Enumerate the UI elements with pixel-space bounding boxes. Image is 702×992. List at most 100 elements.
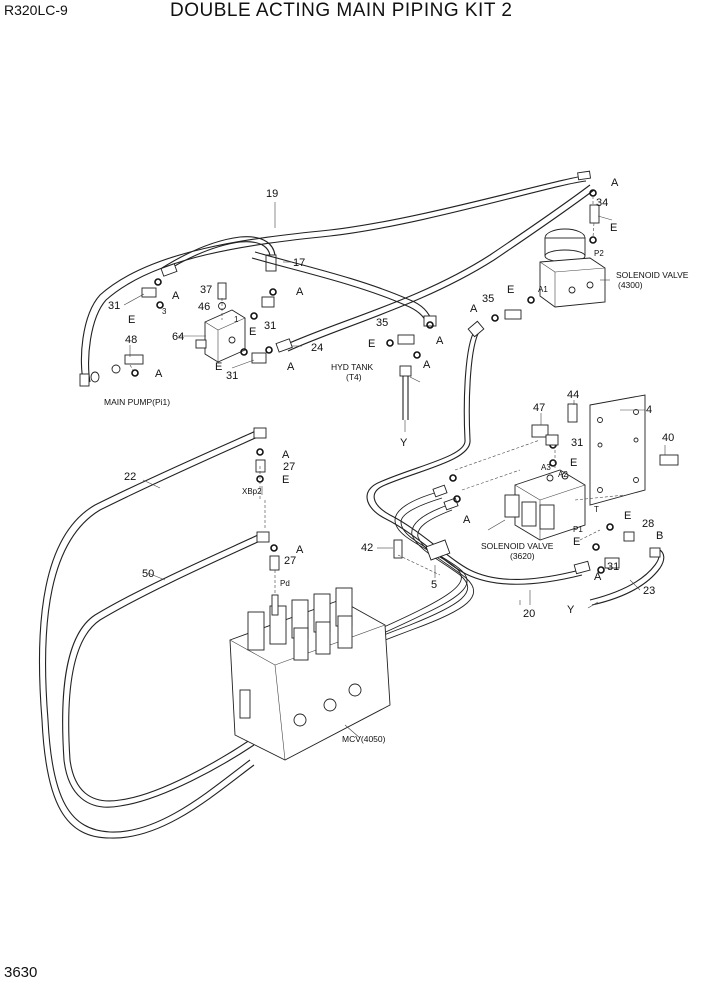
hose-fitting-b	[443, 497, 459, 511]
label-31-d: 31	[571, 437, 583, 449]
label-35-a: 35	[376, 317, 388, 329]
label-40: 40	[662, 432, 674, 444]
port-a-4: A	[287, 361, 295, 373]
port-labels: A E A E A E E A A E A A A E Y A E A A E …	[128, 177, 663, 616]
hose-50	[62, 531, 270, 808]
hose-17	[160, 236, 277, 277]
label-27-b: 27	[284, 555, 296, 567]
hose-19-fitting	[577, 170, 592, 181]
port-e-8: E	[570, 457, 577, 469]
port-e-1: E	[610, 222, 617, 234]
port-xbp2-label: XBp2	[242, 487, 262, 496]
hyd-tank-hose-fitting	[399, 365, 412, 377]
label-35-b: 35	[482, 293, 494, 305]
port-a-3: A	[296, 286, 304, 298]
port-y-1: Y	[400, 437, 408, 449]
hose-20-top-fitting	[467, 320, 485, 338]
note-solenoid-3620-code: (3620)	[510, 551, 535, 561]
port-a-11: A	[463, 514, 471, 526]
label-31-b: 31	[264, 320, 276, 332]
solenoid-valve-3620	[504, 469, 586, 541]
hose-24-fitting	[275, 338, 293, 353]
tee-fitting-48	[124, 354, 144, 365]
hose-20-bundle	[289, 320, 591, 680]
port-y-2: Y	[567, 604, 575, 616]
label-27-a: 27	[283, 461, 295, 473]
tee-fitting-34	[589, 204, 600, 224]
fitting-31-3620	[545, 434, 559, 446]
port-pp1-label: P1	[573, 525, 583, 534]
port-a-2: A	[172, 290, 180, 302]
bolt-44	[567, 403, 578, 423]
label-5: 5	[431, 579, 437, 591]
adapter-27-lower	[269, 555, 280, 571]
bolt-40	[659, 454, 679, 466]
elbow-fitting-31-low	[251, 352, 267, 364]
elbow-fitting-31-top	[141, 287, 157, 298]
hose-23	[589, 547, 665, 606]
label-50: 50	[142, 568, 154, 580]
o-rings	[131, 189, 614, 574]
label-44: 44	[567, 389, 579, 401]
port-e-7: E	[282, 474, 289, 486]
label-31-c: 31	[226, 370, 238, 382]
port-a-12: A	[594, 571, 602, 583]
port-a-5: A	[155, 368, 163, 380]
junction-block-64	[195, 309, 246, 363]
fittings	[90, 204, 679, 616]
label-17: 17	[293, 257, 305, 269]
port-a3-label: A3	[541, 463, 551, 472]
pressure-sensor-pd	[271, 594, 279, 616]
note-solenoid-4300-code: (4300)	[618, 280, 643, 290]
port-e-5: E	[368, 338, 375, 350]
label-19: 19	[266, 188, 278, 200]
hose-23-fitting	[649, 547, 661, 558]
bolt-37	[217, 282, 227, 300]
label-20: 20	[523, 608, 535, 620]
label-64: 64	[172, 331, 184, 343]
note-hyd-tank-code: (T4)	[346, 372, 362, 382]
part-labels: 19 17 37 46 31 64 48 31 24 31 35 35 34 2…	[108, 188, 674, 620]
port-p2-label: P2	[594, 249, 604, 258]
model-number: R320LC-9	[4, 2, 68, 18]
fitting-31-right	[604, 557, 620, 569]
mcv-4050	[229, 587, 391, 761]
label-23: 23	[643, 585, 655, 597]
label-37: 37	[200, 284, 212, 296]
label-48: 48	[125, 334, 137, 346]
port-a1-label: A1	[538, 285, 548, 294]
port-1-label: 1	[234, 315, 239, 324]
port-a-7: A	[436, 335, 444, 347]
label-47: 47	[533, 402, 545, 414]
port-a-6: A	[423, 359, 431, 371]
page-number: 3630	[4, 964, 38, 981]
port-a-8: A	[470, 303, 478, 315]
hose-20-fitting	[573, 560, 591, 575]
port-3-label: 3	[162, 307, 167, 316]
tee-fitting-35-tank	[397, 334, 415, 345]
port-pd-label: Pd	[280, 579, 290, 588]
port-e-2: E	[128, 314, 135, 326]
hose-24-end-fitting	[423, 315, 437, 327]
adapter-fitting	[111, 364, 121, 374]
hose-17-end-fitting	[160, 263, 178, 277]
hose-19-end-fitting	[79, 373, 90, 387]
port-e-10: E	[624, 510, 631, 522]
hose-24	[251, 184, 595, 353]
page-title: DOUBLE ACTING MAIN PIPING KIT 2	[170, 0, 513, 21]
hose-50-fitting	[256, 531, 270, 543]
note-hyd-tank: HYD TANK	[331, 362, 374, 372]
mounting-plate-4	[589, 394, 646, 506]
port-t-label: T	[594, 505, 599, 514]
note-main-pump: MAIN PUMP(Pi1)	[104, 397, 170, 407]
label-31-e: 31	[607, 561, 619, 573]
port-e-9: E	[573, 536, 580, 548]
note-mcv: MCV(4050)	[342, 734, 386, 744]
port-b-1: B	[656, 530, 663, 542]
port-a2-label: A2	[558, 470, 568, 479]
component-notes: SOLENOID VALVE (4300) SOLENOID VALVE (36…	[104, 270, 689, 744]
label-4: 4	[646, 404, 652, 416]
port-a-1: A	[611, 177, 619, 189]
